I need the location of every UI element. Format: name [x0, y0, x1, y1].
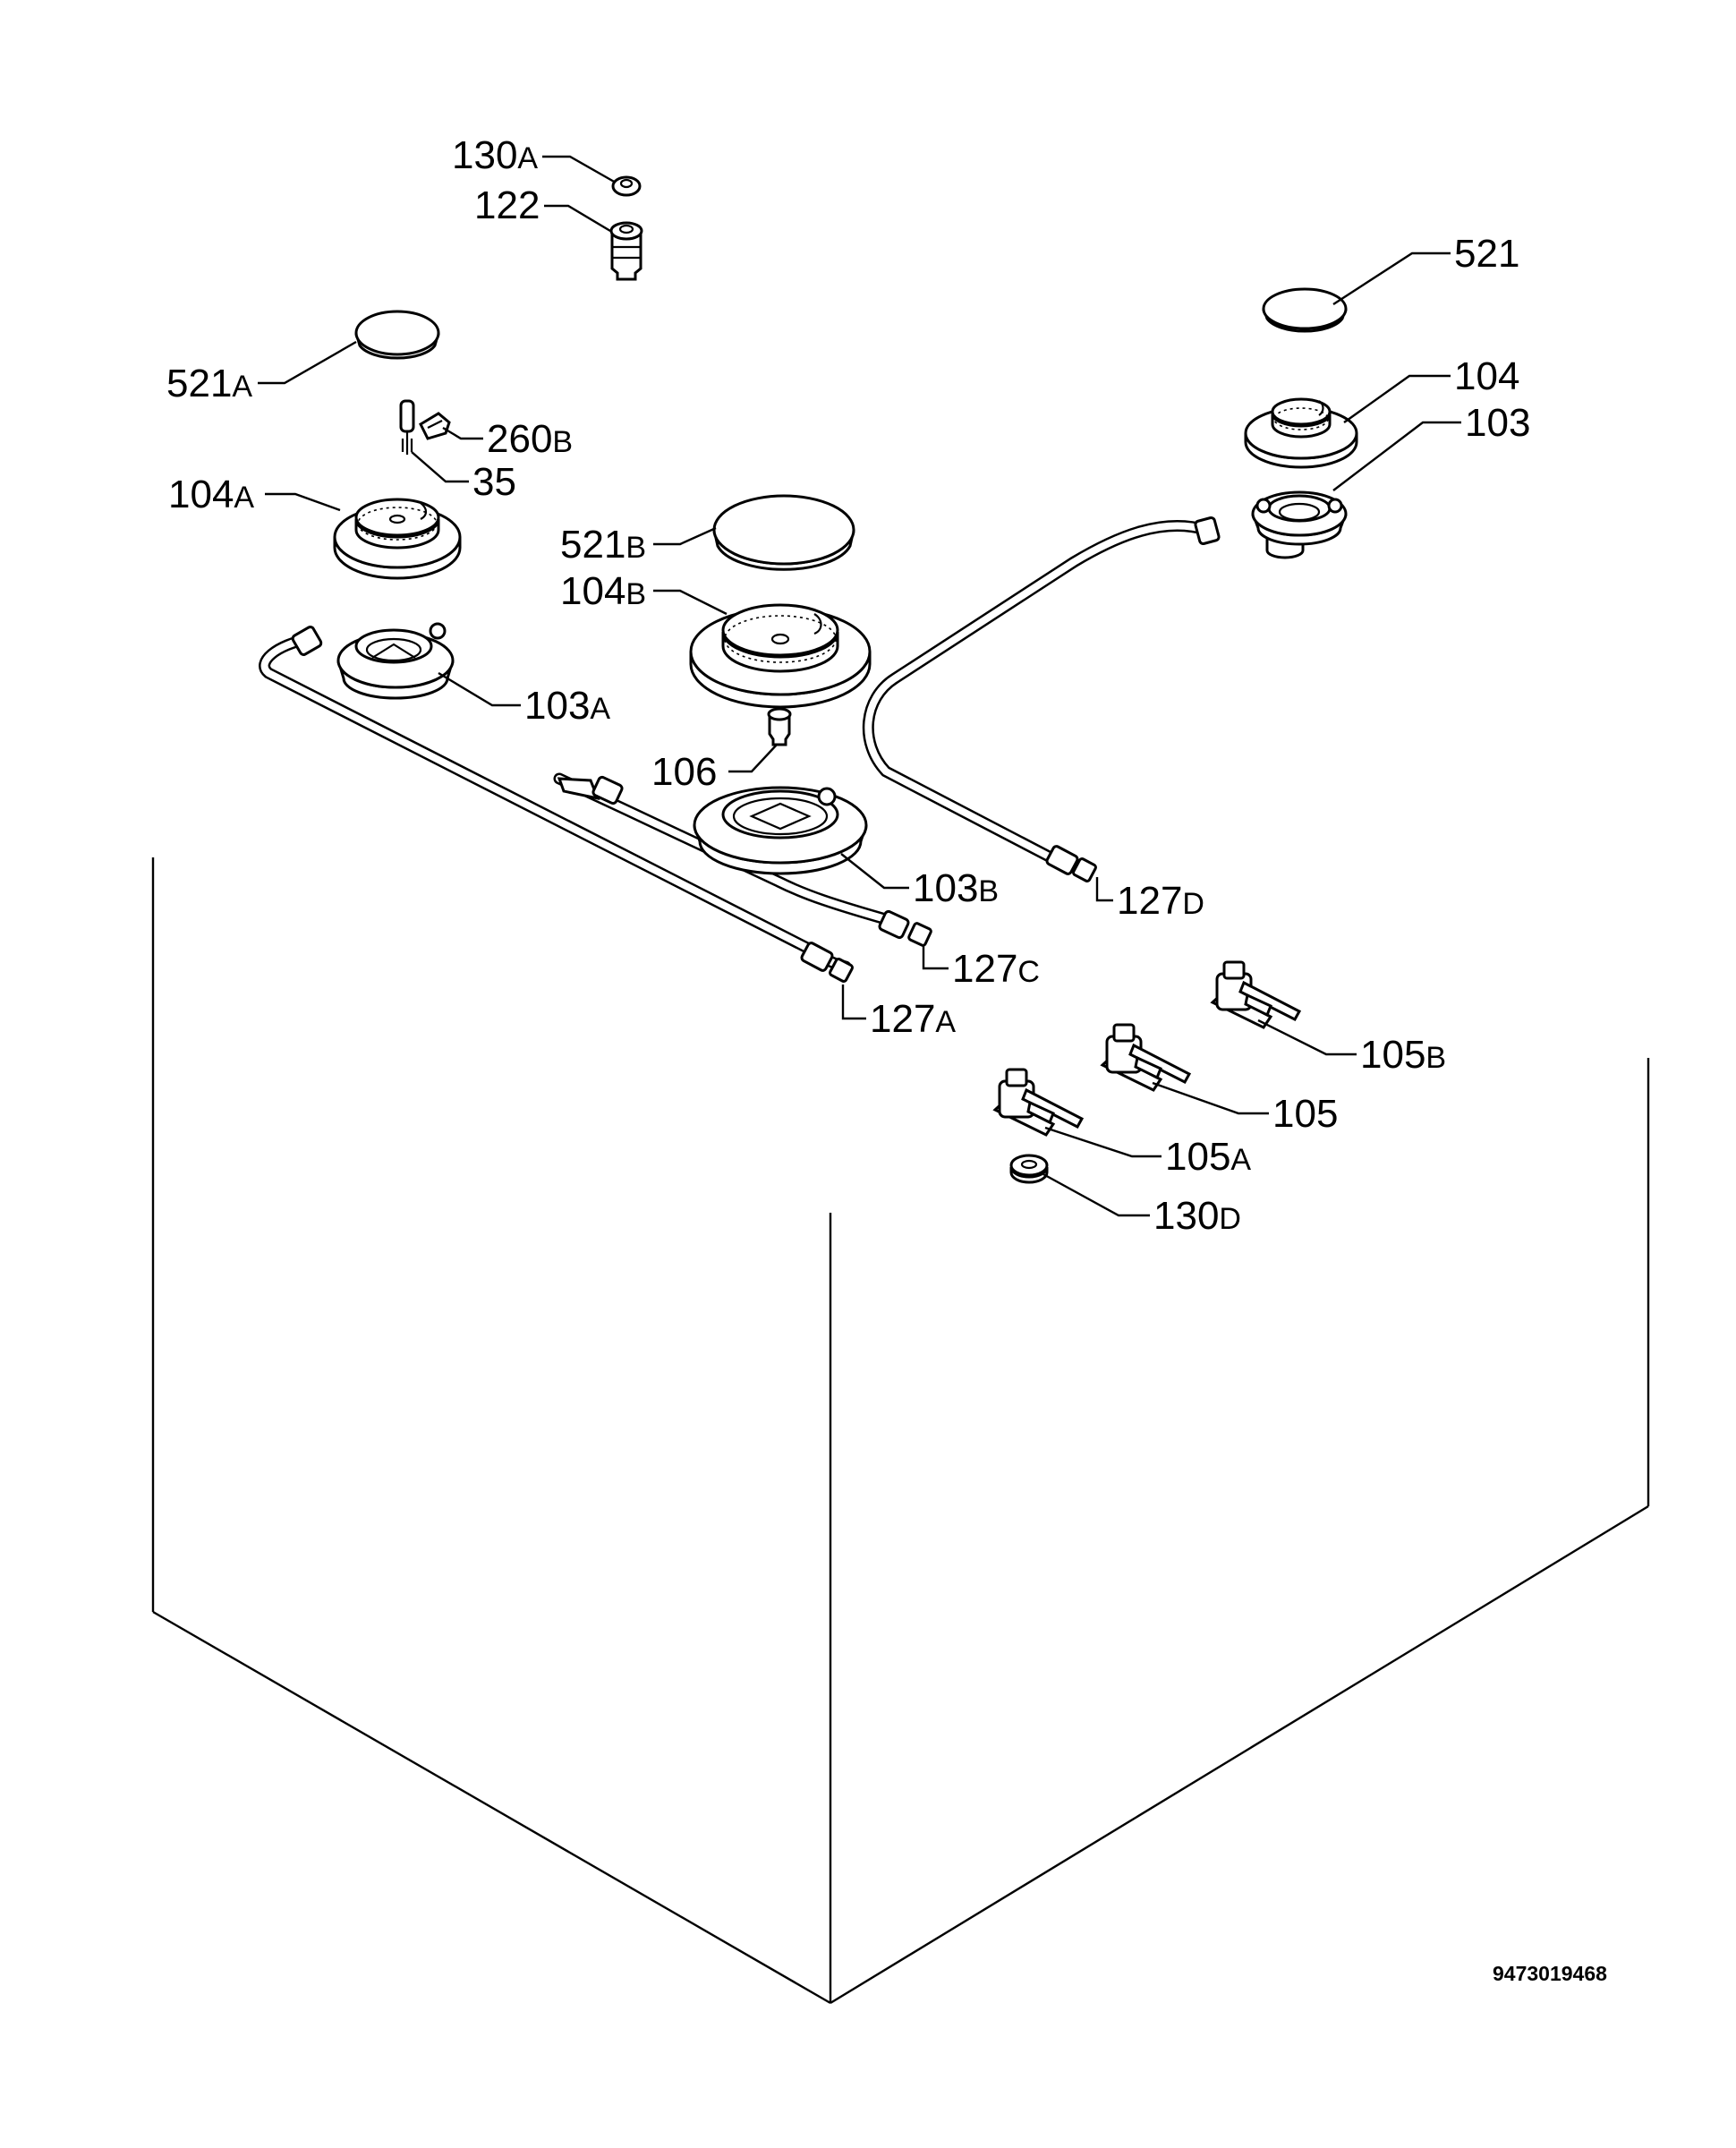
- part-105-gas-valve: [1100, 1023, 1192, 1092]
- label-521: 521: [1454, 232, 1519, 276]
- part-130a-washer: [611, 175, 642, 197]
- part-103b-burner-base: [693, 786, 868, 875]
- part-105b-gas-valve: [1210, 960, 1302, 1029]
- label-103a: 103A: [524, 684, 610, 728]
- part-103-burner-base: [1251, 490, 1348, 559]
- label-122: 122: [474, 183, 540, 227]
- label-103b: 103B: [913, 866, 999, 910]
- part-521-burner-cap: [1262, 287, 1348, 333]
- gas-pipe-left: [259, 626, 854, 983]
- part-122-fitting: [609, 221, 643, 281]
- part-103a-burner-base: [336, 622, 455, 700]
- label-104a: 104A: [168, 473, 254, 516]
- part-130d-washer: [1009, 1154, 1049, 1184]
- label-521a: 521A: [166, 362, 252, 405]
- label-127d: 127D: [1117, 879, 1204, 923]
- leader-lines: [258, 155, 1461, 1217]
- part-104a-burner-crown: [333, 498, 462, 580]
- part-labels: 130A 122 521 521A 104 103 260B 35 104A 5…: [166, 133, 1530, 1238]
- label-260b: 260B: [487, 417, 573, 461]
- label-104b: 104B: [560, 569, 646, 613]
- gas-pipe-center: [553, 772, 932, 947]
- part-105a-gas-valve: [992, 1068, 1085, 1137]
- part-35-electrode: [399, 399, 415, 455]
- label-130d: 130D: [1153, 1194, 1241, 1238]
- label-127a: 127A: [870, 997, 956, 1041]
- part-521b-burner-cap: [712, 494, 855, 571]
- label-106: 106: [651, 750, 717, 794]
- part-260b-clip: [419, 412, 451, 440]
- label-103: 103: [1465, 401, 1530, 445]
- label-130a: 130A: [452, 133, 538, 177]
- label-521b: 521B: [560, 523, 646, 567]
- label-104: 104: [1454, 354, 1519, 398]
- label-105: 105: [1272, 1092, 1338, 1136]
- label-105a: 105A: [1165, 1135, 1251, 1179]
- gas-pipe-right: [862, 516, 1221, 882]
- label-127c: 127C: [952, 947, 1040, 991]
- part-104b-burner-crown: [689, 603, 872, 709]
- part-104-burner-crown: [1244, 397, 1358, 469]
- part-106-injector: [767, 707, 792, 746]
- label-105b: 105B: [1360, 1033, 1446, 1077]
- cabinet-outline: [151, 857, 1650, 2005]
- part-521a-burner-cap: [354, 310, 440, 360]
- label-35: 35: [472, 460, 516, 504]
- drawing-code: 9473019468: [1493, 1962, 1607, 1985]
